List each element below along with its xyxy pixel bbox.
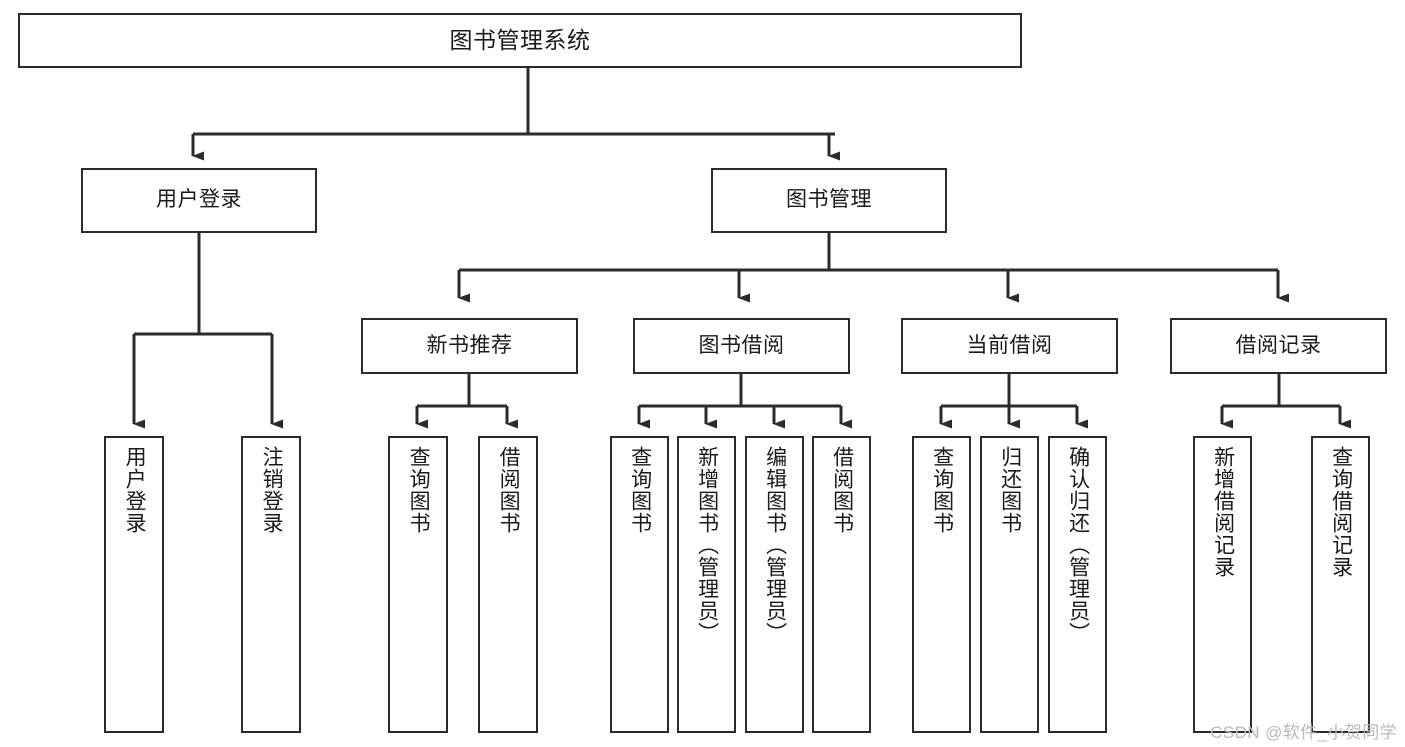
leaf-book-borrow-borrow-book[interactable]: 借阅图书 bbox=[812, 436, 871, 733]
node-label: 用户登录 bbox=[123, 446, 147, 534]
node-book-borrow[interactable]: 图书借阅 bbox=[633, 318, 850, 374]
node-current-borrow[interactable]: 当前借阅 bbox=[901, 318, 1118, 374]
node-label: 查询图书 bbox=[407, 446, 431, 534]
leaf-current-borrow-query-book[interactable]: 查询图书 bbox=[912, 436, 971, 733]
node-label: 借阅记录 bbox=[1235, 333, 1322, 357]
node-label: 查询借阅记录 bbox=[1329, 446, 1353, 578]
node-label: 查询图书 bbox=[930, 446, 954, 534]
leaf-user-login-login[interactable]: 用户登录 bbox=[104, 436, 164, 733]
watermark: CSDN @软件_小贺同学 bbox=[1210, 723, 1397, 742]
node-label: 查询图书 bbox=[628, 446, 652, 534]
node-root-book-management-system[interactable]: 图书管理系统 bbox=[18, 13, 1022, 68]
leaf-new-book-query-book[interactable]: 查询图书 bbox=[388, 436, 448, 733]
node-label: 当前借阅 bbox=[966, 333, 1053, 357]
leaf-borrow-record-query-record[interactable]: 查询借阅记录 bbox=[1311, 436, 1370, 733]
node-user-login[interactable]: 用户登录 bbox=[81, 168, 317, 233]
leaf-new-book-borrow-book[interactable]: 借阅图书 bbox=[478, 436, 538, 733]
node-new-book-recommend[interactable]: 新书推荐 bbox=[361, 318, 578, 374]
leaf-book-borrow-edit-book-admin[interactable]: 编辑图书（管理员） bbox=[745, 436, 804, 733]
leaf-book-borrow-query-book[interactable]: 查询图书 bbox=[610, 436, 669, 733]
node-label: 确认归还（管理员） bbox=[1066, 446, 1090, 644]
node-label: 新增借阅记录 bbox=[1211, 446, 1235, 578]
node-label: 借阅图书 bbox=[830, 446, 854, 534]
node-label: 图书管理 bbox=[786, 188, 872, 212]
node-label: 借阅图书 bbox=[497, 446, 521, 534]
node-label: 新增图书（管理员） bbox=[695, 446, 719, 644]
node-label: 用户登录 bbox=[156, 188, 242, 212]
leaf-user-login-logout[interactable]: 注销登录 bbox=[241, 436, 301, 733]
node-label: 编辑图书（管理员） bbox=[763, 446, 787, 644]
leaf-borrow-record-add-record[interactable]: 新增借阅记录 bbox=[1193, 436, 1252, 733]
node-label: 归还图书 bbox=[998, 446, 1022, 534]
node-label: 注销登录 bbox=[260, 446, 284, 534]
node-book-management[interactable]: 图书管理 bbox=[711, 168, 947, 233]
leaf-current-borrow-return-book[interactable]: 归还图书 bbox=[980, 436, 1039, 733]
node-borrow-record[interactable]: 借阅记录 bbox=[1170, 318, 1387, 374]
node-label: 图书借阅 bbox=[698, 333, 785, 357]
leaf-current-borrow-confirm-return-admin[interactable]: 确认归还（管理员） bbox=[1048, 436, 1107, 733]
leaf-book-borrow-add-book-admin[interactable]: 新增图书（管理员） bbox=[677, 436, 736, 733]
node-label: 图书管理系统 bbox=[449, 26, 591, 53]
node-label: 新书推荐 bbox=[426, 333, 513, 357]
